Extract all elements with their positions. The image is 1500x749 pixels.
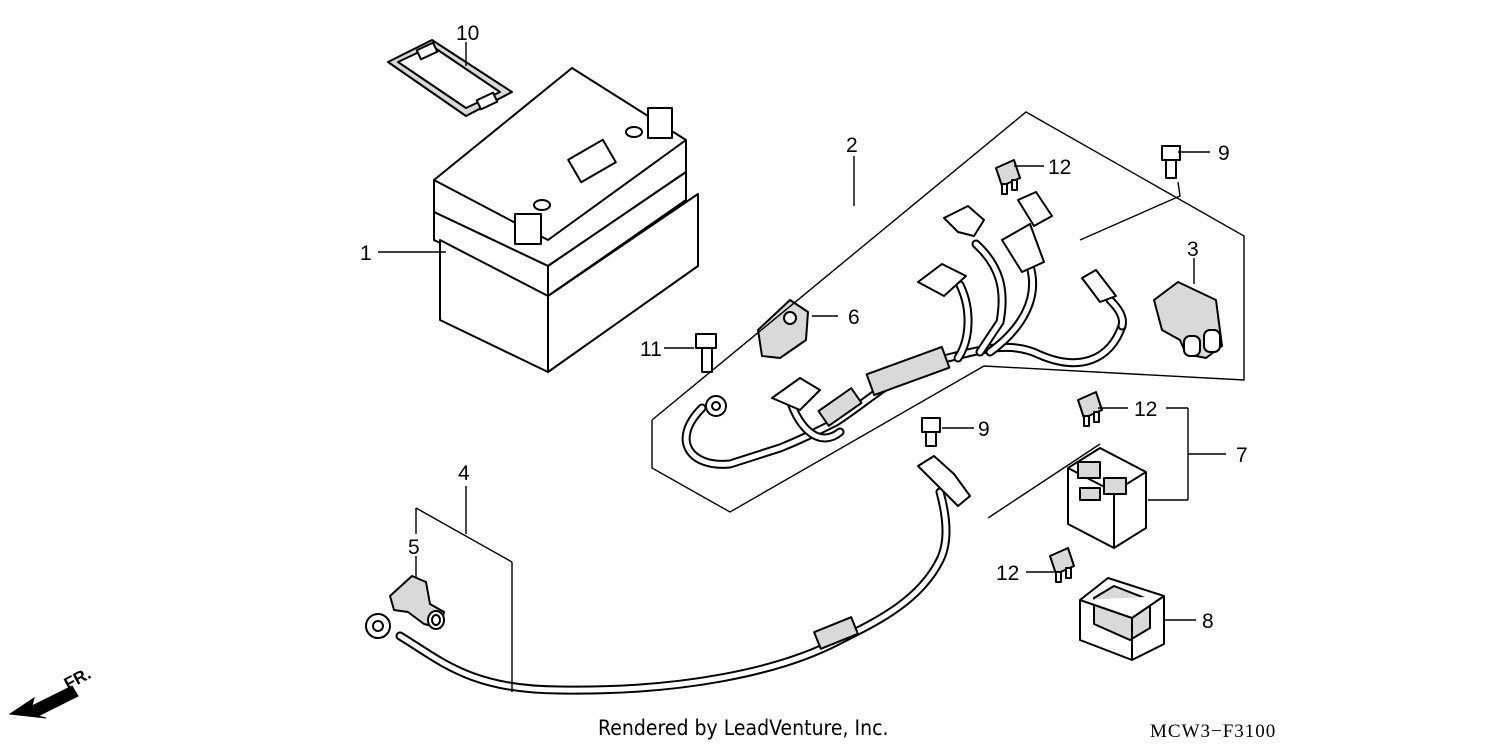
callout-8: 8 xyxy=(1202,610,1214,633)
callout-9-upper: 9 xyxy=(1218,142,1230,165)
callout-12-lower: 12 xyxy=(996,562,1019,585)
bolt[interactable] xyxy=(1161,145,1181,179)
callout-3: 3 xyxy=(1187,238,1199,261)
callout-4: 4 xyxy=(458,462,470,485)
battery-cable[interactable] xyxy=(365,455,971,695)
fuse[interactable] xyxy=(995,159,1021,195)
callout-11: 11 xyxy=(640,338,662,361)
footer-credit: Rendered by LeadVenture, Inc. xyxy=(598,716,889,740)
terminal-cover[interactable] xyxy=(1153,281,1223,359)
bolt[interactable] xyxy=(695,333,717,373)
wire-harness[interactable] xyxy=(681,191,1127,469)
starter-relay[interactable] xyxy=(1067,447,1147,549)
callout-5: 5 xyxy=(408,536,420,559)
battery-strap[interactable] xyxy=(387,39,513,117)
diagram-code: MCW3−F3100 xyxy=(1150,721,1277,742)
terminal-cover[interactable] xyxy=(757,299,809,359)
fuse[interactable] xyxy=(1077,391,1103,427)
fuse-box[interactable] xyxy=(1079,577,1165,661)
battery[interactable] xyxy=(433,67,699,373)
callout-9-center: 9 xyxy=(978,418,990,441)
callout-12-upper: 12 xyxy=(1048,156,1071,179)
fuse[interactable] xyxy=(1049,547,1075,583)
forward-arrow-icon: FR. xyxy=(8,664,94,719)
callout-6: 6 xyxy=(848,306,860,329)
callout-7: 7 xyxy=(1236,444,1248,467)
callout-1: 1 xyxy=(360,242,372,265)
terminal-boot[interactable] xyxy=(389,575,445,630)
callout-12-middle: 12 xyxy=(1134,398,1157,421)
callouts: 1 2 3 4 5 6 7 8 9 9 10 11 12 12 12 xyxy=(360,22,1248,633)
callout-2: 2 xyxy=(846,134,858,157)
callout-10: 10 xyxy=(456,22,479,45)
bolt[interactable] xyxy=(921,417,941,447)
leader-lines xyxy=(378,42,1245,692)
